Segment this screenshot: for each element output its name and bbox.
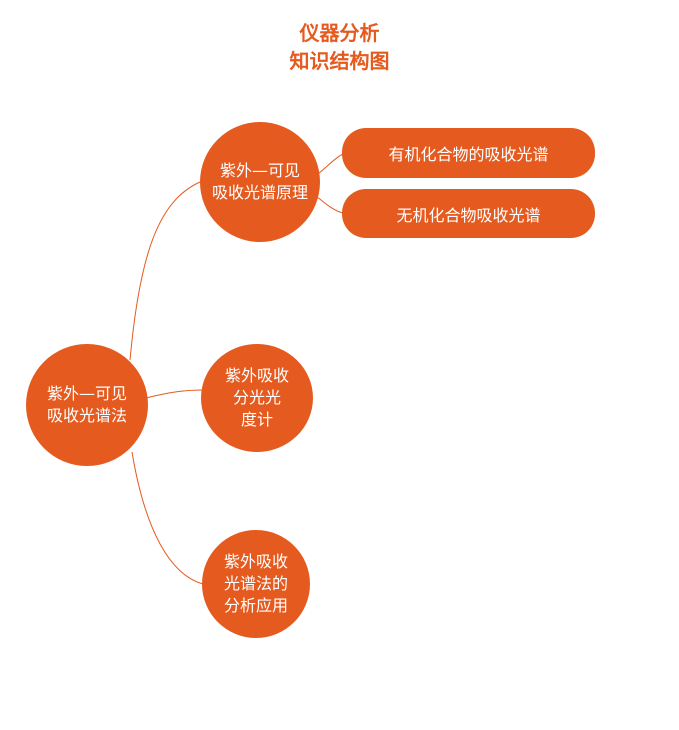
connector-root-to-spectro [145, 389, 204, 399]
branch-node-spectrophotometer-line-3: 度计 [240, 410, 273, 429]
branch-node-spectrophotometer: 紫外吸收 分光光 度计 [201, 344, 313, 452]
branch-node-spectrophotometer-line-1: 紫外吸收 [224, 366, 289, 385]
diagram-subtitle: 知识结构图 [289, 49, 390, 73]
root-node: 紫外—可见 吸收光谱法 [26, 344, 148, 466]
branch-node-spectrophotometer-line-2: 分光光 [232, 388, 281, 407]
leaf-node-inorganic-spectra: 无机化合物吸收光谱 [342, 189, 595, 238]
branch-node-application-line-3: 分析应用 [223, 596, 288, 615]
connector-principle-to-inorganic [315, 195, 344, 214]
branch-node-application: 紫外吸收 光谱法的 分析应用 [202, 530, 310, 638]
root-node-line-1: 紫外—可见 [46, 384, 127, 403]
connector-principle-to-organic [317, 153, 344, 175]
branch-node-principle: 紫外—可见 吸收光谱原理 [200, 122, 320, 242]
root-node-line-2: 吸收光谱法 [46, 406, 127, 425]
leaf-node-organic-spectra: 有机化合物的吸收光谱 [342, 128, 595, 178]
connector-root-to-principle [129, 181, 201, 361]
branch-node-application-line-1: 紫外吸收 [223, 552, 288, 571]
branch-node-application-line-2: 光谱法的 [223, 574, 288, 593]
branch-node-principle-line-1: 紫外—可见 [219, 161, 300, 180]
connector-root-to-application [131, 451, 204, 585]
diagram-title: 仪器分析 [299, 21, 380, 45]
branch-node-principle-line-2: 吸收光谱原理 [211, 183, 308, 202]
